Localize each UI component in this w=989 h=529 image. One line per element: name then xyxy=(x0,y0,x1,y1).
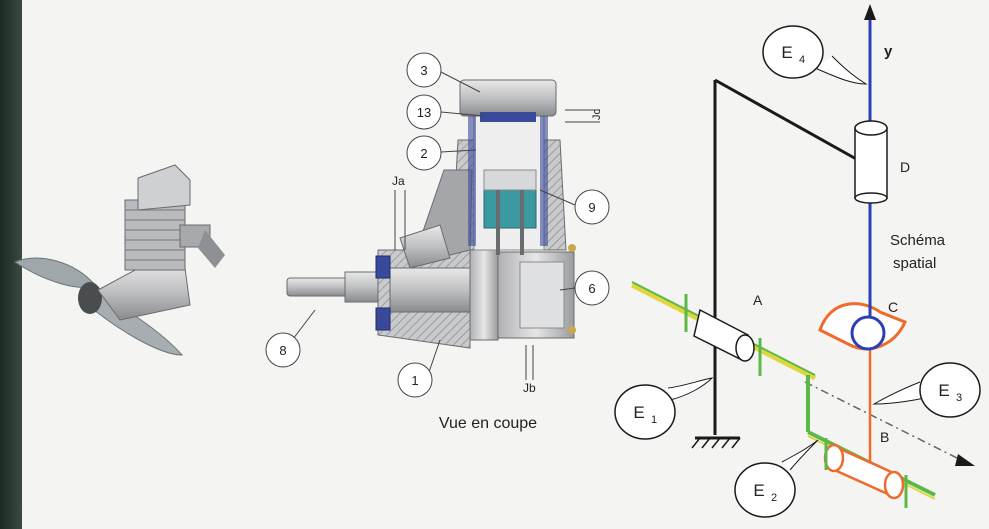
bolt-1 xyxy=(568,244,576,252)
left-border xyxy=(0,0,22,529)
callout-2: 2 xyxy=(406,135,442,171)
ground-hatch xyxy=(691,437,741,449)
svg-text:4: 4 xyxy=(799,54,805,66)
callout-e3: E 3 xyxy=(872,362,981,418)
x-axis xyxy=(804,381,966,463)
callout-9: 9 xyxy=(574,189,610,225)
svg-text:E: E xyxy=(938,381,949,400)
point-d-label: D xyxy=(900,159,910,175)
bolt-2 xyxy=(568,326,576,334)
callout-1: 1 xyxy=(397,362,433,398)
cylinder-head xyxy=(459,79,557,117)
x-axis-arrow xyxy=(955,454,975,466)
svg-text:2: 2 xyxy=(771,492,777,504)
piston-crown xyxy=(483,169,537,191)
y-axis-arrow xyxy=(864,4,876,20)
callout-e1: E 1 xyxy=(614,377,714,440)
pivot-d xyxy=(854,120,888,204)
callout-6: 6 xyxy=(574,270,610,306)
callout-8: 8 xyxy=(265,332,301,368)
head-stud-right xyxy=(540,116,548,246)
engine-head xyxy=(137,164,191,211)
spatial-schema: y A B xyxy=(614,4,981,518)
pivot-a xyxy=(684,294,762,376)
caption-section-view: Vue en coupe xyxy=(439,415,537,432)
y-axis-label: y xyxy=(884,43,893,60)
crankshaft-body xyxy=(389,267,471,313)
head-gasket xyxy=(480,112,536,122)
point-c-label: C xyxy=(888,299,898,315)
callout-e4: E 4 xyxy=(762,25,868,85)
svg-text:9: 9 xyxy=(588,200,595,215)
piston xyxy=(483,187,537,229)
callouts: 3 13 2 9 6 1 8 xyxy=(265,52,610,398)
crank-web xyxy=(469,249,499,341)
callout-3: 3 xyxy=(406,52,442,88)
svg-text:1: 1 xyxy=(651,414,657,426)
front-bearing-bottom xyxy=(375,307,391,331)
caption-schema-line1: Schéma xyxy=(890,232,946,249)
caption-schema-line2: spatial xyxy=(893,255,936,272)
svg-text:8: 8 xyxy=(279,343,286,358)
point-b-label: B xyxy=(880,429,889,445)
callout-e2: E 2 xyxy=(734,439,819,518)
front-bearing-top xyxy=(375,255,391,279)
svg-text:E: E xyxy=(781,43,792,62)
pivot-c xyxy=(818,302,907,351)
pivot-b xyxy=(823,438,908,508)
propeller-hub xyxy=(78,282,102,314)
section-view xyxy=(286,79,600,380)
callout-leaders xyxy=(289,71,576,376)
svg-text:2: 2 xyxy=(420,146,427,161)
svg-text:6: 6 xyxy=(588,281,595,296)
propeller-blade-upper xyxy=(13,257,96,288)
point-a-label: A xyxy=(753,292,763,308)
engine-needle xyxy=(198,230,225,268)
svg-text:E: E xyxy=(633,403,644,422)
clearance-jb-label: Jb xyxy=(523,381,536,395)
svg-text:3: 3 xyxy=(956,392,962,404)
rear-cover xyxy=(519,261,565,329)
head-stud-left xyxy=(468,116,476,246)
svg-text:13: 13 xyxy=(417,105,431,120)
callout-13: 13 xyxy=(406,94,442,130)
svg-text:1: 1 xyxy=(411,373,418,388)
intake-port xyxy=(399,224,451,269)
frame-arm xyxy=(714,78,859,162)
svg-text:3: 3 xyxy=(420,63,427,78)
engine-photo xyxy=(13,164,225,356)
svg-text:E: E xyxy=(753,481,764,500)
clearance-jc-label: Jc xyxy=(591,109,603,121)
engine-cylinder-fins xyxy=(124,199,186,271)
clearance-ja-label: Ja xyxy=(392,174,405,188)
